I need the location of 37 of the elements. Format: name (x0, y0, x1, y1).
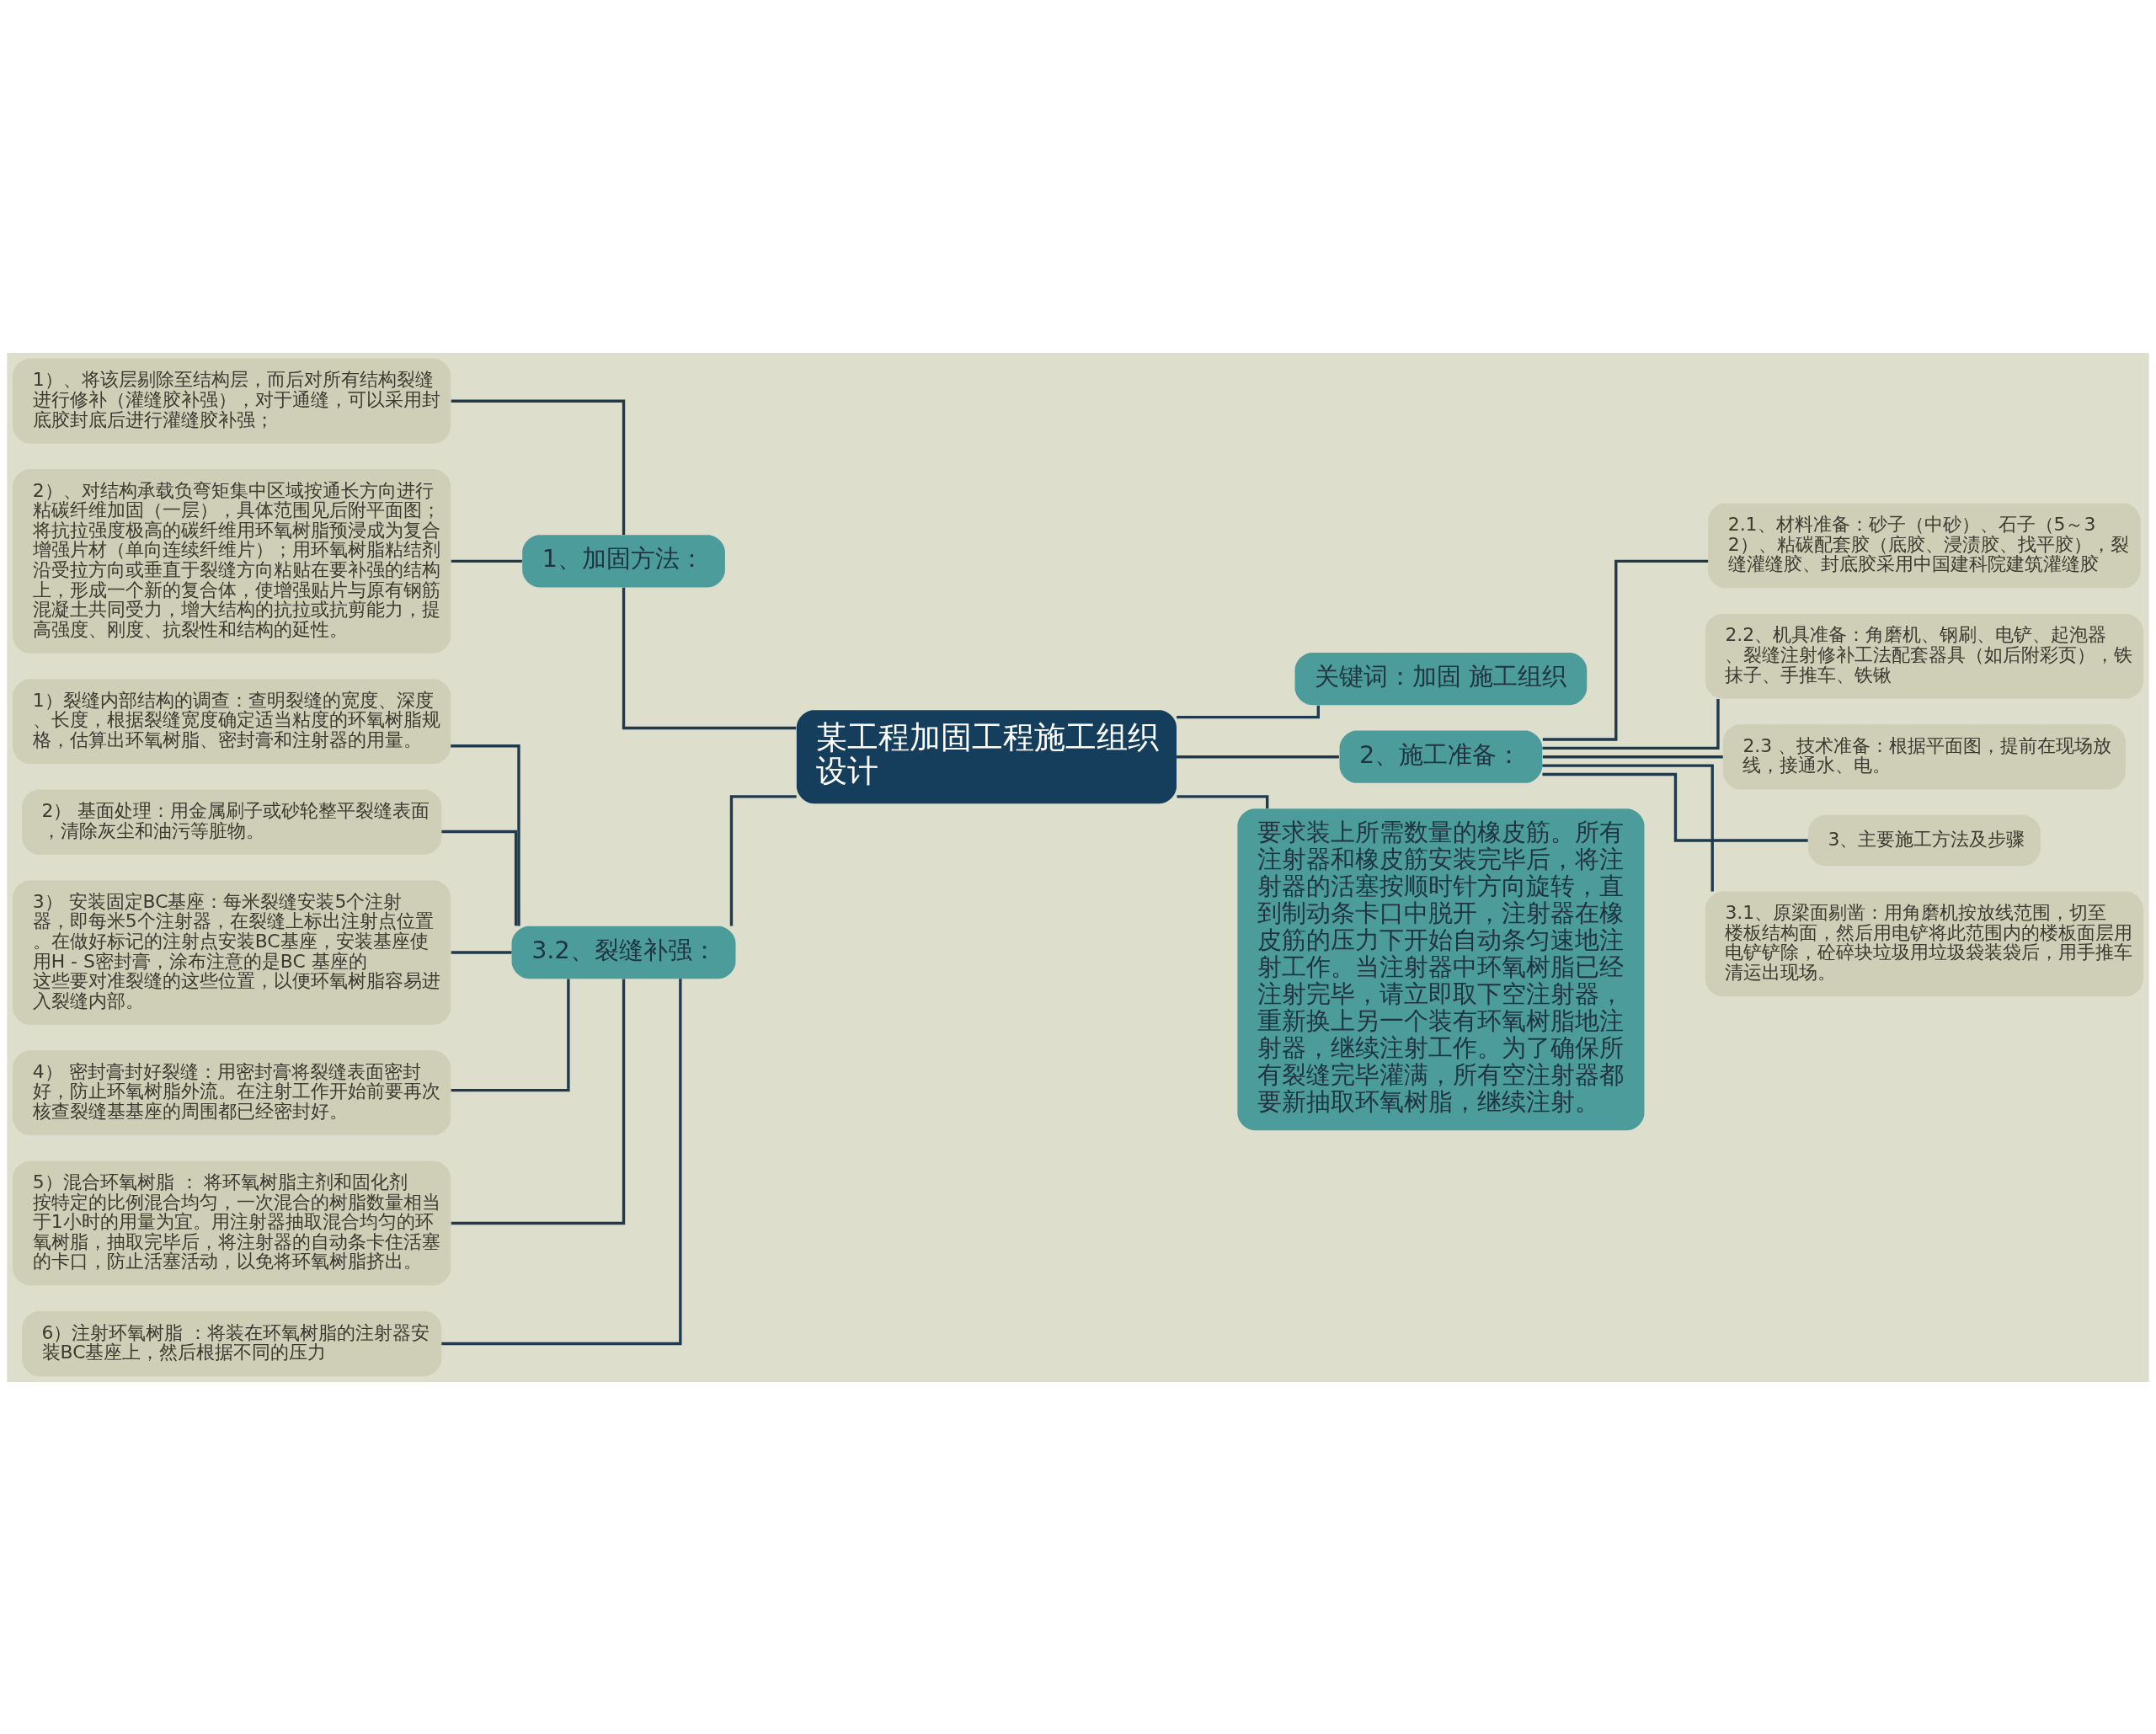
connector (1542, 755, 1723, 758)
node-box: 某工程加固工程施工组织设计 (796, 709, 1177, 803)
node-box: 2.1、材料准备：砂子（中砂）、石子（5～32）、粘碳配套胶（底胶、浸渍胶、找平胶），裂缝灌缝胶、封底胶采用中国建科院建筑灌缝胶 (1708, 502, 2141, 588)
node-box: 3.1、原梁面剔凿：用角磨机按放线范围，切至楼板结构面，然后用电铲将此范围内的楼板面层用电铲铲除，砼碎块垃圾用垃圾袋装袋后，用手推车清运出现场。 (1705, 891, 2143, 996)
node-box: 3、主要施工方法及步骤 (1807, 814, 2041, 866)
connector (451, 744, 520, 926)
node-box: 3） 安装固定BC基座：每米裂缝安装5个注射器，即每米5个注射器，在裂缝上标出注射点位置。在做好标记的注射点安装BC基座，安装基座使用H - S密封膏，涂布注意的是BC 基座的这些要对准裂缝的这些位置，以便环氧树脂容易进入裂缝内部。 (13, 879, 451, 1025)
node-box: 关键词：加固 施工组织 (1294, 652, 1588, 705)
node-box: 1、加固方法： (522, 534, 725, 588)
connector (451, 979, 570, 1091)
node-box: 2） 基面处理：用金属刷子或砂轮整平裂缝表面，清除灰尘和油污等脏物。 (22, 788, 442, 855)
node-box: 1）、将该层剔除至结构层，而后对所有结构裂缝进行修补（灌缝胶补强），对于通缝，可以采用封底胶封底后进行灌缝胶补强； (13, 358, 451, 444)
connector (451, 399, 626, 535)
connector (1542, 772, 1808, 842)
connector (441, 978, 682, 1345)
connector (1542, 763, 1714, 891)
connector (451, 559, 522, 563)
connector (451, 950, 512, 954)
connector (622, 587, 797, 729)
node-box: 5）混合环氧树脂 ： 将环氧树脂主剂和固化剂按特定的比例混合均匀，一次混合的树脂数量相当于1小时的用量为宜。用注射器抽取混合均匀的环氧树脂，抽取完毕后，将注射器的自动条卡住活塞的卡口，防止活塞活动，以免将环氧树脂挤出。 (13, 1160, 451, 1286)
connector (441, 830, 518, 926)
node-box: 要求装上所需数量的橡皮筋。所有注射器和橡皮筋安装完毕后，将注射器的活塞按顺时针方向旋转，直到制动条卡口中脱开，注射器在橡皮筋的压力下开始自动条匀速地注射工作。当注射器中环氧树脂已经注射完毕，请立即取下空注射器，重新换上另一个装有环氧树脂地注射器，继续注射工作。为了确保所有裂缝完毕灌满，所有空注射器都要新抽取环氧树脂，继续注射。 (1237, 808, 1645, 1130)
connector (451, 978, 626, 1224)
node-box: 3.2、裂缝补强： (511, 926, 736, 979)
connector (729, 794, 797, 926)
node-box: 2.2、机具准备：角磨机、钢刷、电铲、起泡器、裂缝注射修补工法配套器具（如后附彩页），铁抹子、手推车、铁锹 (1705, 613, 2143, 699)
connector (1177, 705, 1320, 718)
node-box: 2.3 、技术准备：根据平面图，提前在现场放线，接通水、电。 (1722, 723, 2126, 789)
connector (1542, 559, 1709, 741)
connector (1177, 794, 1269, 808)
connector (1542, 698, 1720, 750)
node-box: 2、施工准备： (1339, 730, 1543, 783)
node-box: 4） 密封膏封好裂缝：用密封膏将裂缝表面密封好，防止环氧树脂外流。在注射工作开始前要再次核查裂缝基基座的周围都已经密封好。 (13, 1049, 451, 1135)
node-box: 2）、对结构承载负弯矩集中区域按通长方向进行粘碳纤维加固（一层），具体范围见后附平面图；将抗拉强度极高的碳纤维用环氧树脂预浸成为复合增强片材（单向连续纤维片）；用环氧树脂粘结剂沿受拉方向或垂直于裂缝方向粘贴在要补强的结构上，形成一个新的复合体，使增强贴片与原有钢筋混凝土共同受力，增大结构的抗拉或抗剪能力，提高强度、刚度、抗裂性和结构的延性。 (13, 468, 451, 654)
node-box: 6）注射环氧树脂 ：将装在环氧树脂的注射器安装BC基座上，然后根据不同的压力 (22, 1310, 442, 1376)
connector (1177, 755, 1339, 758)
node-box: 1）裂缝内部结构的调查：查明裂缝的宽度、深度、长度，根据裂缝宽度确定适当粘度的环氧树脂规格，估算出环氧树脂、密封膏和注射器的用量。 (13, 678, 451, 764)
